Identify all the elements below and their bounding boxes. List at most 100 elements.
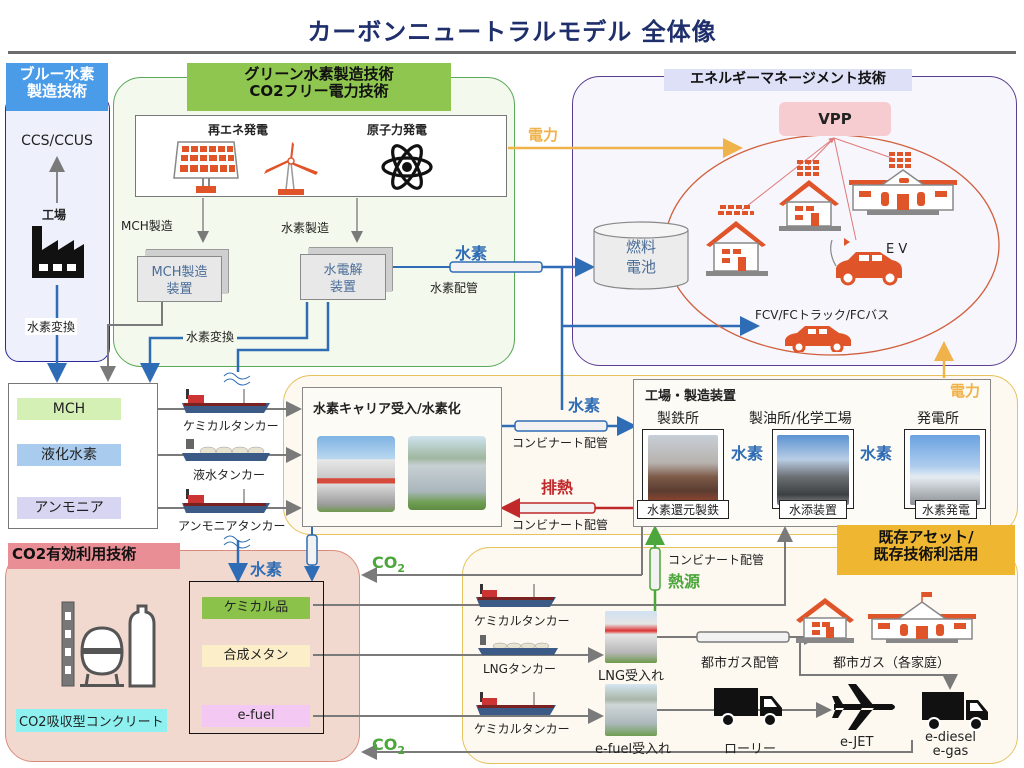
lng-receiving-photo xyxy=(605,611,657,663)
existing-ship-label-1: ケミカルタンカー xyxy=(474,614,570,628)
carrier-ammonia[interactable]: アンモニア xyxy=(17,497,121,519)
factory-equipment-title: 工場・製造装置 xyxy=(645,389,737,404)
combinat-pipe-label-3: コンビナート配管 xyxy=(668,553,765,567)
ev-car-icon xyxy=(830,238,902,286)
power-label-factory: 電力 xyxy=(950,382,981,400)
plant-name-steel: 製鉄所 xyxy=(657,411,699,427)
h2-production-label: 水素製造 xyxy=(281,221,330,235)
house-icon-1 xyxy=(706,205,768,276)
hydrogen-label-co2: 水素 xyxy=(250,560,283,579)
ev-label: E V xyxy=(886,242,908,257)
chemical-tanker-label-1: ケミカルタンカー xyxy=(183,419,279,433)
vpp-label: VPP xyxy=(818,110,852,128)
carrier-liquid-hydrogen[interactable]: 液化水素 xyxy=(17,444,121,466)
efuel-receiving-label: e-fuel受入れ xyxy=(595,742,672,757)
storage-tank-photo xyxy=(408,436,486,510)
exhaust-heat-label: 排熱 xyxy=(541,478,574,497)
co2-top-text: CO xyxy=(372,553,398,572)
sea-wave-icon-top xyxy=(223,372,251,386)
co2-bottom-text: CO xyxy=(372,735,398,754)
refinery-caption: 水添装置 xyxy=(779,500,847,519)
fcv-car-icon xyxy=(785,326,851,352)
co2-bottom-sub: 2 xyxy=(397,744,405,758)
green-hydrogen-tag-line2: CO2フリー電力技術 xyxy=(249,82,389,101)
airplane-icon xyxy=(832,684,895,730)
hydrogen-link-label-1: 水素 xyxy=(731,444,764,463)
atom-icon xyxy=(381,144,433,190)
lorry-label: ローリー xyxy=(724,742,777,757)
lng-receiving-label: LNG受入れ xyxy=(598,669,665,684)
mch-unit-line1: MCH製造 xyxy=(151,265,208,280)
product-chemical[interactable]: ケミカル品 xyxy=(202,597,310,619)
fcv-label: FCV/FCトラック/FCバス xyxy=(755,308,890,322)
electrolysis-unit-line1: 水電解 xyxy=(323,263,363,278)
lh2-tanker-label: 液水タンカー xyxy=(193,468,266,482)
fuel-cell-line1: 燃料 xyxy=(625,238,656,256)
blue-hydrogen-tag-line1: ブルー水素 xyxy=(19,65,95,83)
school-icon-top xyxy=(849,152,957,215)
factory-label: 工場 xyxy=(42,208,67,222)
lh2-tanker-icon xyxy=(182,439,270,461)
hydrogen-link-label-2: 水素 xyxy=(860,444,893,463)
steel-plant-photo xyxy=(648,435,718,505)
ammonia-tanker-icon xyxy=(182,489,270,513)
existing-ship-label-3: ケミカルタンカー xyxy=(474,722,570,736)
ediesel-line2: e-gas xyxy=(932,743,969,759)
carrier-mch[interactable]: MCH xyxy=(17,398,121,420)
ccs-ccus-label: CCS/CCUS xyxy=(21,133,93,149)
fuel-cell-label: 燃料 電池 xyxy=(592,238,690,277)
power-plant-caption: 水素発電 xyxy=(915,500,977,519)
title-divider xyxy=(8,51,1016,54)
mch-unit-line2: 装置 xyxy=(166,281,193,297)
product-synthetic-methane[interactable]: 合成メタン xyxy=(202,645,310,667)
existing-assets-tag: 既存アセット/ 既存技術利活用 xyxy=(837,525,1015,575)
lh2-spherical-tank-photo xyxy=(317,436,395,512)
ejet-label: e-JET xyxy=(840,735,874,750)
refinery-photo xyxy=(777,435,849,505)
electrolysis-unit: 水電解 装置 xyxy=(300,254,386,300)
house-icon-2 xyxy=(779,160,841,231)
chemical-tanker-icon xyxy=(182,389,270,413)
renewable-label: 再エネ発電 xyxy=(208,123,269,137)
combinat-pipe-label-2: コンビナート配管 xyxy=(512,518,609,532)
product-efuel[interactable]: e-fuel xyxy=(202,705,310,727)
green-hydrogen-tag-line1: グリーン水素製造技術 xyxy=(244,65,394,83)
co2-products-box xyxy=(189,581,324,734)
existing-assets-tag-line2: 既存技術利活用 xyxy=(873,545,979,564)
co2-utilization-tag: CO2有効利用技術 xyxy=(8,543,180,569)
steel-plant-caption: 水素還元製鉄 xyxy=(637,500,729,519)
sea-wave-icon-bottom xyxy=(223,535,251,549)
wind-turbine-icon xyxy=(264,142,318,195)
green-hydrogen-tag: グリーン水素製造技術 CO2フリー電力技術 xyxy=(187,63,451,111)
energy-management-tag: エネルギーマネージメント技術 xyxy=(664,69,912,91)
green-conversion-label: 水素変換 xyxy=(183,328,238,345)
co2-label-top: CO2 xyxy=(372,553,405,575)
lng-tanker-icon xyxy=(478,635,558,655)
hydrogen-pipe-label: 水素配管 xyxy=(430,281,479,295)
ammonia-tanker-label: アンモニアタンカー xyxy=(178,519,286,533)
blue-hydrogen-tag-line2: 製造技術 xyxy=(26,82,87,101)
electrolysis-unit-line2: 装置 xyxy=(329,279,356,295)
carrier-receiving-title: 水素キャリア受入/水素化 xyxy=(313,402,461,417)
fuel-cell-icon xyxy=(593,221,689,290)
plant-name-power: 発電所 xyxy=(917,411,959,427)
city-gas-school-icon xyxy=(868,592,976,643)
chemical-tanker-icon-2 xyxy=(476,584,556,607)
city-gas-label: 都市ガス（各家庭） xyxy=(833,656,951,671)
vpp-box[interactable]: VPP xyxy=(779,102,891,136)
combinat-pipe-label-1: コンビナート配管 xyxy=(512,436,609,450)
blue-conversion-label: 水素変換 xyxy=(25,318,78,335)
city-gas-pipe-label: 都市ガス配管 xyxy=(701,656,780,671)
heat-source-label: 熱源 xyxy=(668,572,701,591)
power-plant-photo xyxy=(910,435,980,505)
nuclear-label: 原子力発電 xyxy=(367,123,428,137)
ediesel-line1: e-diesel xyxy=(925,730,976,745)
power-label-top: 電力 xyxy=(528,126,559,144)
co2-concrete-label: CO2吸収型コンクリート xyxy=(16,709,167,732)
factory-icon xyxy=(32,226,84,278)
co2-top-sub: 2 xyxy=(397,562,405,576)
ediesel-label: e-diesel e-gas xyxy=(925,731,976,758)
mch-production-label: MCH製造 xyxy=(121,219,173,233)
efuel-receiving-photo xyxy=(605,684,657,736)
fuel-cell-line2: 電池 xyxy=(625,257,656,276)
